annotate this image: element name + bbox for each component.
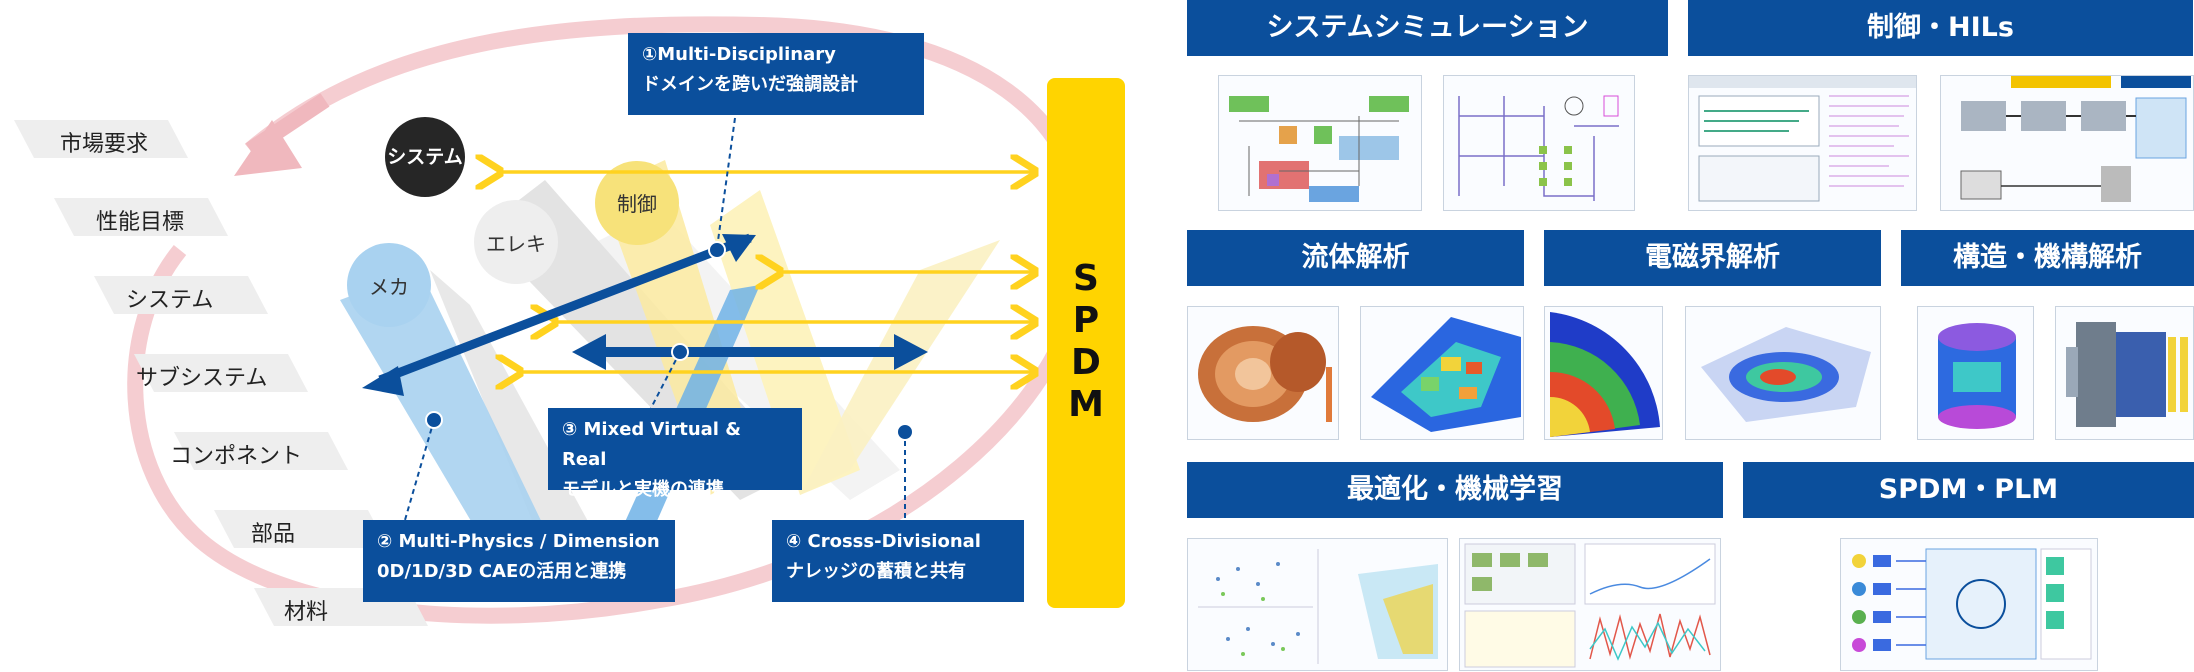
callout-cross-divisional: ④ Crosss-Divisional ナレッジの蓄積と共有 — [772, 520, 1024, 602]
callout-dots — [425, 241, 914, 441]
level-performance-targets: 性能目標 — [96, 210, 185, 235]
thumb-fluid-flow-field — [1360, 306, 1524, 440]
blue-arrows — [362, 233, 928, 396]
spdm-letter-s: S — [1073, 258, 1099, 299]
callout-connectors — [404, 117, 906, 521]
header-optimization-ml: 最適化・機械学習 — [1187, 462, 1723, 518]
level-material: 材料 — [284, 600, 329, 625]
callout-multi-physics: ② Multi-Physics / Dimension 0D/1D/3D CAE… — [363, 520, 675, 602]
callout-multi-disciplinary: ①Multi-Disciplinary ドメインを跨いだ強調設計 — [628, 33, 924, 115]
system-circle — [385, 117, 465, 197]
spdm-letter-d: D — [1071, 342, 1101, 383]
level-subsystem: サブシステム — [136, 366, 268, 391]
level-part: 部品 — [251, 522, 296, 547]
callout-mixed-virtual-real: ③ Mixed Virtual & Real モデルと実機の連携 — [548, 408, 802, 500]
level-component: コンポネント — [170, 444, 303, 469]
spdm-bar — [1047, 78, 1125, 608]
callout-1-line1: ①Multi-Disciplinary — [642, 44, 836, 65]
thumb-em-motor-field — [1544, 306, 1663, 440]
spdm-letter-p: P — [1072, 300, 1100, 341]
header-spdm-plm: SPDM・PLM — [1743, 462, 2194, 518]
electric-label: エレキ — [486, 232, 546, 256]
header-system-simulation: システムシミュレーション — [1187, 0, 1668, 56]
header-structure-analysis: 構造・機構解析 — [1901, 230, 2194, 286]
callout-4-line1: ④ Crosss-Divisional — [786, 531, 981, 552]
thumb-system-sim-model-2 — [1443, 75, 1635, 211]
thumb-fluid-gearbox — [1187, 306, 1339, 440]
control-label: 制御 — [617, 192, 657, 216]
level-system: システム — [126, 288, 214, 313]
system-label: システム — [387, 146, 463, 168]
level-market-requirements: 市場要求 — [60, 132, 149, 157]
thumb-system-sim-model-1 — [1218, 75, 1422, 211]
thumb-optimization-scatter — [1187, 538, 1448, 671]
header-control-hils: 制御・HILs — [1688, 0, 2193, 56]
callout-3-line2: モデルと実機の連携 — [562, 479, 724, 500]
header-fluid-analysis: 流体解析 — [1187, 230, 1524, 286]
thumb-hils-setup — [1940, 75, 2194, 211]
thumb-machine-learning-dashboard — [1459, 538, 1721, 671]
callout-2-line1: ② Multi-Physics / Dimension — [377, 531, 660, 552]
callout-1-line2: ドメインを跨いだ強調設計 — [642, 74, 858, 95]
callout-3-line1: ③ Mixed Virtual & Real — [562, 419, 741, 470]
electric-circle — [474, 200, 558, 284]
callout-2-line2: 0D/1D/3D CAEの活用と連携 — [377, 561, 627, 582]
thumb-structure-mechanism — [2055, 306, 2194, 440]
thumb-spdm-plm-workflow — [1840, 538, 2098, 671]
thumb-em-field-map — [1685, 306, 1881, 440]
mechanical-circle — [347, 243, 431, 327]
cycle-arc — [127, 16, 1094, 624]
header-em-analysis: 電磁界解析 — [1544, 230, 1881, 286]
callout-4-line2: ナレッジの蓄積と共有 — [786, 561, 966, 582]
yellow-arrows — [500, 172, 1035, 372]
mechanical-label: メカ — [369, 275, 409, 299]
spdm-letter-m: M — [1068, 384, 1104, 425]
thumb-structure-stress — [1917, 306, 2034, 440]
thumb-control-software — [1688, 75, 1917, 211]
